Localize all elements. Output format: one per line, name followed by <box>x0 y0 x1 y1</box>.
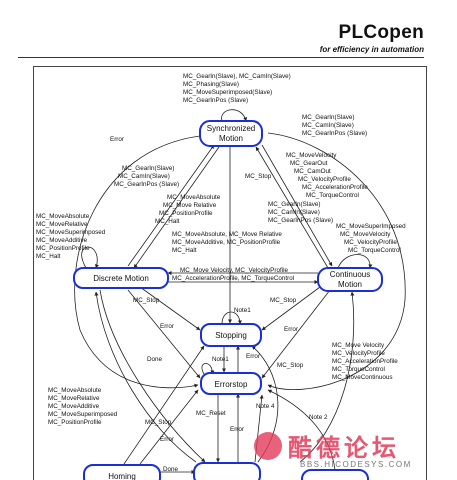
state-stopping-label: Stopping <box>215 331 247 340</box>
edge-standstill-cont <box>299 291 355 463</box>
label-cont-stop: MC_Stop <box>270 297 297 304</box>
edge-disc-done <box>99 289 206 463</box>
state-stopping[interactable]: Stopping <box>200 323 262 347</box>
edge-homing-error <box>139 389 199 465</box>
watermark: 酷德论坛 BBS.HICODESYS.COM <box>248 428 448 474</box>
edge-disc-to-sync <box>127 144 215 267</box>
state-continuous-line2: Motion <box>338 280 362 289</box>
edge-sync-self <box>221 109 248 122</box>
label-error-mid: Error <box>246 353 260 360</box>
label-disc-self: MC_MoveAbsolute MC_MoveRelative MC_MoveS… <box>36 213 107 260</box>
label-mc-reset: MC_Reset <box>196 410 226 417</box>
edge-disc-stop <box>139 286 201 331</box>
label-done-mid: Done <box>147 356 163 363</box>
transitions <box>74 109 406 474</box>
edge-standstill-disc <box>94 291 197 463</box>
state-errorstop[interactable]: Errorstop <box>200 372 262 395</box>
brand-header: PLCopen for efficiency in automation <box>320 22 424 54</box>
label-cont-self: MC_MoveSuperImposed MC_MoveVelocity MC_V… <box>336 223 407 254</box>
edge-cont-self <box>337 254 373 269</box>
label-sync-to-disc: MC_MoveAbsolute MC_Move Relative MC_Posi… <box>155 194 222 225</box>
state-continuous-line1: Continuous <box>330 270 370 279</box>
state-synchronized-line1: Synchronized <box>207 124 255 133</box>
state-homing-label: Homing <box>108 472 136 480</box>
label-cont-to-sync-mid: MC_GearIn(Slave) MC_CamIn(Slave) MC_Gear… <box>268 201 333 224</box>
label-note2: Note 2 <box>309 414 328 421</box>
edge-sync-to-cont <box>261 144 333 267</box>
edge-note2 <box>267 389 336 471</box>
label-cont-to-disc: MC_MoveAbsolute, MC_Move Relative MC_Mov… <box>172 231 284 254</box>
watermark-url: BBS.HICODESYS.COM <box>300 460 412 469</box>
label-error-low-mid: Error <box>230 426 244 433</box>
brand-tagline: for efficiency in automation <box>319 45 424 54</box>
label-done-low: Done <box>163 466 179 473</box>
brand-title: PLCopen <box>338 22 424 43</box>
edge-cont-to-sync <box>255 146 329 269</box>
state-powered[interactable] <box>301 469 369 480</box>
label-standstill-to-cont: MC_Move Velocity MC_VelocityProfile MC_A… <box>332 342 400 381</box>
label-disc-to-cont: MC_Move Velocity, MC_VelocityProfile MC_… <box>172 267 294 282</box>
transition-labels: MC_GearIn(Slave), MC_CamIn(Slave) MC_Pha… <box>36 73 407 473</box>
state-discrete[interactable]: Discrete Motion <box>73 267 169 289</box>
header-rule <box>18 57 424 58</box>
watermark-logo-icon <box>254 432 282 460</box>
label-cont-to-sync-top: MC_GearIn(Slave) MC_CamIn(Slave) MC_Gear… <box>302 114 367 137</box>
state-homing[interactable]: Homing <box>83 464 161 480</box>
edge-error-left <box>74 135 201 389</box>
label-error-disc: Error <box>160 323 174 330</box>
diagram-frame <box>33 66 427 480</box>
label-mc-stop-right: MC_Stop <box>277 362 304 369</box>
label-note4: Note 4 <box>256 403 275 410</box>
watermark-text: 酷德论坛 <box>288 434 400 462</box>
label-disc-to-sync: MC_GearIn(Slave) MC_CamIn(Slave) MC_Gear… <box>114 165 179 188</box>
edge-error-right <box>267 132 406 390</box>
edge-error-self <box>201 363 215 375</box>
label-error-cont: Error <box>284 326 298 333</box>
edge-disc-error <box>127 289 201 379</box>
label-sync-self: MC_GearIn(Slave), MC_CamIn(Slave) MC_Pha… <box>183 73 293 104</box>
label-disc-stop: MC_Stop <box>133 297 160 304</box>
state-discrete-label: Discrete Motion <box>93 274 149 283</box>
edge-homing-stop <box>123 345 205 465</box>
label-note1-side: Note1 <box>212 356 229 363</box>
state-errorstop-label: Errorstop <box>215 380 248 389</box>
label-error-left: Error <box>110 136 124 143</box>
state-standstill[interactable] <box>193 462 261 480</box>
edge-cont-error <box>261 289 331 379</box>
edge-disc-self <box>81 246 99 269</box>
state-synchronized[interactable]: Synchronized Motion <box>199 120 263 147</box>
edge-stop-self <box>221 311 242 325</box>
label-sync-to-cont: MC_MoveVelocity MC_GearOut MC_CamOut MC_… <box>286 152 370 199</box>
state-continuous[interactable]: Continuous Motion <box>317 267 383 292</box>
label-note1-top: Note1 <box>234 307 251 314</box>
label-mc-stop-low: MC_Stop <box>145 419 172 426</box>
label-sync-stop: MC_Stop <box>245 173 272 180</box>
edge-cont-stop <box>261 286 321 331</box>
state-synchronized-line2: Motion <box>219 134 243 143</box>
label-error-low-left: Error <box>160 436 174 443</box>
label-standstill-to-disc: MC_MoveAbsolute MC_MoveRelative MC_MoveA… <box>48 387 119 426</box>
edge-sync-to-disc <box>133 146 220 269</box>
